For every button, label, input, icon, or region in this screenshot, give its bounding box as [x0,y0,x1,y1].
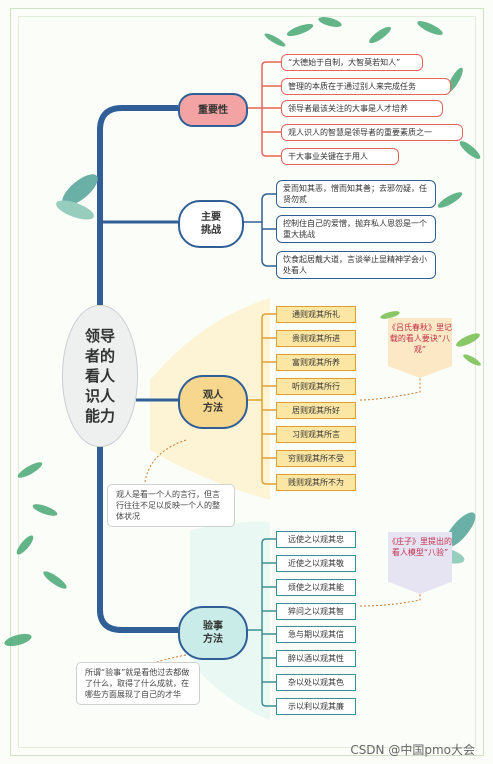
importance-item: 观人识人的智慧是领导者的重要素质之一 [281,124,463,141]
challenge-item: 饮食起居戴大道，言谈举止显精神学会小处看人 [276,251,436,279]
verify-note: 所谓“验事”就是看他过去都做了什么，取得了什么成就，在哪些方面展现了自己的才华 [76,662,200,705]
verify-note-link [149,654,187,666]
verify-item-text: 杂以处以观其色 [288,678,344,687]
observe-item-text: 习则观其所言 [292,430,340,439]
branch-importance: 重要性 [178,93,248,127]
verify-item-text: 醉以酒以观其性 [288,654,344,663]
challenge-item-text: 控制住自己的爱憎，抛弃私人恩怨是一个重大挑战 [283,219,427,239]
challenge-item-text: 爱而知其恶，憎而知其善；去邪勿疑，任贤勿贰 [283,184,427,204]
verify-item-text: 示以利以观其廉 [288,702,344,711]
verify-note-text: 所谓“验事”就是看他过去都做了什么，取得了什么成就，在哪些方面展现了自己的才华 [85,668,190,699]
verify-item-text: 猝问之以观其智 [288,607,344,616]
observe-item-text: 贱则观其所不为 [288,478,344,487]
importance-item-text: 干大事业关键在于用人 [288,152,368,161]
branch-challenge: 主要挑战 [178,200,244,248]
challenge-item-text: 饮食起居戴大道，言谈举止显精神学会小处看人 [283,255,427,275]
verify-item: 急与期以观其信 [276,626,356,643]
observe-item: 通则观其所礼 [276,306,356,323]
branch-observe-label: 观人方法 [203,390,223,414]
observe-item: 习则观其所言 [276,426,356,443]
verify-item: 杂以处以观其色 [276,674,356,691]
verify-item: 醉以酒以观其性 [276,650,356,667]
observe-source-tag-text: 《吕氏春秋》里记载的看人要诀“八观” [388,323,452,354]
observe-item-text: 富则观其所养 [292,358,340,367]
verify-item-text: 远使之以观其忠 [288,535,344,544]
observe-item: 贱则观其所不为 [276,474,356,491]
verify-item: 烦使之以观其能 [276,579,356,596]
branch-verify-label: 验事方法 [203,621,223,645]
importance-item-text: 领导者最该关注的大事是人才培养 [288,104,408,113]
observe-item: 听则观其所行 [276,378,356,395]
verify-item-text: 急与期以观其信 [288,630,344,639]
leaf-decoration-left [4,462,67,647]
importance-links [244,61,281,157]
observe-note-link [144,439,187,483]
importance-item-text: 观人识人的智慧是领导者的重要素质之一 [288,128,432,137]
outer-frame [10,8,484,756]
watermark: CSDN @中国pmo大会 [350,743,475,757]
verify-item: 示以利以观其廉 [276,698,356,715]
challenge-item: 爱而知其恶，憎而知其善；去邪勿疑，任贤勿贰 [276,180,436,208]
observe-item: 居则观其所好 [276,402,356,419]
root-node: 领导者的看人识人能力 [62,305,138,447]
spine-bottom [97,445,178,633]
observe-item-text: 居则观其所好 [292,406,340,415]
importance-item: “大德始于自制，大智莫若知人” [281,54,423,71]
leaf-decoration-right [380,311,481,366]
inner-frame [18,16,476,748]
branch-verify: 验事方法 [178,606,248,660]
importance-item: 管理的本质在于通过别人来完成任务 [281,78,451,95]
observe-item: 富则观其所养 [276,354,356,371]
importance-item: 干大事业关键在于用人 [281,148,399,165]
verify-source-tag-text: 《庄子》里提出的看人模型“八验” [388,537,452,557]
observe-item: 穷则观其所不受 [276,450,356,467]
observe-source-tag: 《吕氏春秋》里记载的看人要诀“八观” [388,318,452,378]
challenge-links [242,193,276,267]
observe-note-text: 观人是看一个人的言行，但言行往往不足以反映一个人的整体状况 [116,490,220,521]
observe-item: 贵则观其所进 [276,330,356,347]
verify-source-tag: 《庄子》里提出的看人模型“八验” [388,532,452,594]
verify-item-text: 近使之以观其敬 [288,559,344,568]
leaf-decoration-top [264,17,481,208]
verify-item: 近使之以观其敬 [276,555,356,572]
importance-item: 领导者最该关注的大事是人才培养 [281,100,443,117]
verify-item: 猝问之以观其智 [276,603,356,620]
branch-challenge-label: 主要挑战 [201,212,221,236]
importance-item-text: 管理的本质在于通过别人来完成任务 [288,82,416,91]
observe-item-text: 穷则观其所不受 [288,454,344,463]
observe-links [244,313,276,485]
challenge-item: 控制住自己的爱憎，抛弃私人恩怨是一个重大挑战 [276,215,436,243]
importance-item-text: “大德始于自制，大智莫若知人” [288,58,401,67]
observe-item-text: 贵则观其所进 [292,334,340,343]
observe-item-text: 通则观其所礼 [292,310,340,319]
branch-observe: 观人方法 [178,375,248,429]
spine-top [97,105,178,305]
verify-item: 远使之以观其忠 [276,531,356,548]
verify-item-text: 烦使之以观其能 [288,583,344,592]
observe-tag-link [359,372,421,401]
observe-note: 观人是看一个人的言行，但言行往往不足以反映一个人的整体状况 [107,484,235,527]
branch-importance-label: 重要性 [198,104,228,116]
root-title: 领导者的看人识人能力 [84,327,115,425]
observe-item-text: 听则观其所行 [292,382,340,391]
verify-links [244,538,276,707]
verify-tag-link [359,590,421,607]
